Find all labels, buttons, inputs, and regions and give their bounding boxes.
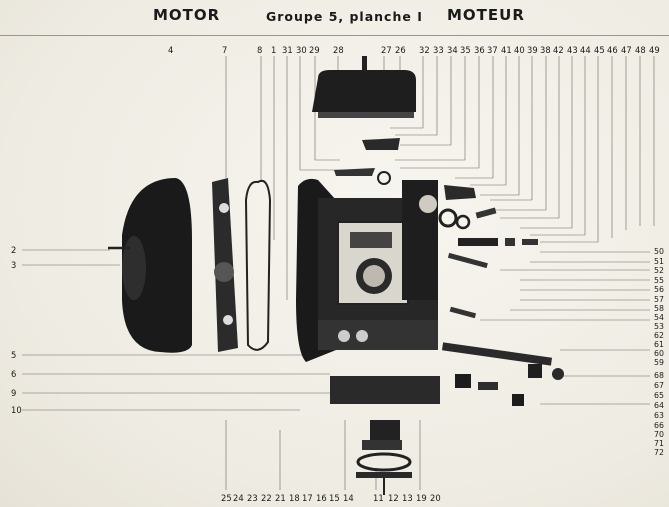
callout-label: 66 <box>654 421 664 430</box>
callout-label: 68 <box>654 371 664 380</box>
callout-label: 4 <box>168 45 174 55</box>
callout-label: 29 <box>309 45 320 55</box>
callout-label: 8 <box>257 45 263 55</box>
fan-cover-part <box>312 56 416 118</box>
callout-label: 53 <box>654 322 664 331</box>
title-german: MOTOR <box>153 6 221 24</box>
callout-label: 58 <box>654 304 664 313</box>
callout-label: 47 <box>621 45 632 55</box>
callout-label: 33 <box>433 45 444 55</box>
callout-label: 54 <box>654 313 664 322</box>
callout-label: 18 <box>289 493 300 503</box>
crankcase-part <box>296 178 438 362</box>
callout-label: 60 <box>654 349 664 358</box>
callout-label: 19 <box>416 493 427 503</box>
callout-label: 56 <box>654 285 664 294</box>
callout-label: 6 <box>11 369 17 379</box>
callout-label: 28 <box>333 45 344 55</box>
callout-label: 49 <box>649 45 660 55</box>
callout-label: 20 <box>430 493 441 503</box>
callout-label: 24 <box>233 493 244 503</box>
shaft-part <box>441 342 564 380</box>
callout-label: 7 <box>222 45 228 55</box>
callout-label: 72 <box>654 448 664 457</box>
callout-label: 12 <box>388 493 399 503</box>
callout-label: 2 <box>11 245 17 255</box>
callout-label: 71 <box>654 439 664 448</box>
callout-label: 25 <box>221 493 232 503</box>
callout-label: 31 <box>282 45 293 55</box>
end-cover-part <box>108 178 192 353</box>
callout-label: 57 <box>654 295 664 304</box>
callout-label: 67 <box>654 381 664 390</box>
callout-label: 40 <box>514 45 525 55</box>
callout-label: 5 <box>11 350 17 360</box>
callout-label: 41 <box>501 45 512 55</box>
callout-label: 50 <box>654 247 664 256</box>
callout-label: 11 <box>373 493 384 503</box>
callout-label: 45 <box>594 45 605 55</box>
callout-label: 61 <box>654 340 664 349</box>
title-french: MOTEUR <box>447 6 525 24</box>
callout-label: 30 <box>296 45 307 55</box>
callout-label: 46 <box>607 45 618 55</box>
group-plate-label: Groupe 5, planche I <box>266 9 423 24</box>
callout-label: 21 <box>275 493 286 503</box>
gasket-plate-part <box>212 178 238 352</box>
callout-label: 38 <box>540 45 551 55</box>
callout-label: 16 <box>316 493 327 503</box>
callout-label: 43 <box>567 45 578 55</box>
callout-label: 22 <box>261 493 272 503</box>
callout-label: 27 <box>381 45 392 55</box>
callout-label: 64 <box>654 401 664 410</box>
callout-label: 65 <box>654 391 664 400</box>
callout-label: 13 <box>402 493 413 503</box>
callout-label: 15 <box>329 493 340 503</box>
callout-label: 39 <box>527 45 538 55</box>
callout-label: 3 <box>11 260 17 270</box>
callout-label: 37 <box>487 45 498 55</box>
callout-label: 48 <box>635 45 646 55</box>
callout-label: 70 <box>654 430 664 439</box>
callout-label: 44 <box>580 45 591 55</box>
oil-sump-part <box>330 376 440 404</box>
callout-label: 10 <box>11 405 22 415</box>
callout-label: 9 <box>11 388 17 398</box>
callout-label: 32 <box>419 45 430 55</box>
callout-label: 23 <box>247 493 258 503</box>
callout-label: 14 <box>343 493 354 503</box>
callout-label: 62 <box>654 331 664 340</box>
callout-label: 59 <box>654 358 664 367</box>
callout-label: 51 <box>654 257 664 266</box>
callout-label: 17 <box>302 493 313 503</box>
callout-label: 34 <box>447 45 458 55</box>
callout-label: 35 <box>460 45 471 55</box>
callout-label: 42 <box>553 45 564 55</box>
callout-label: 1 <box>271 45 277 55</box>
header-rule <box>0 35 669 36</box>
callout-label: 63 <box>654 411 664 420</box>
callout-label: 55 <box>654 276 664 285</box>
callout-label: 26 <box>395 45 406 55</box>
callout-label: 36 <box>474 45 485 55</box>
callout-label: 52 <box>654 266 664 275</box>
